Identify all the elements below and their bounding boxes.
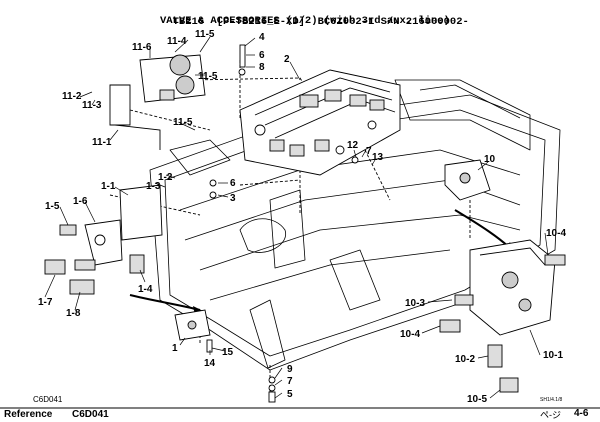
sheet-code: BC6Z002-1 (317, 16, 375, 28)
callout-7-upper: 7 (366, 146, 372, 157)
callout-4-top: 4 (259, 32, 265, 43)
callout-6-top: 6 (259, 50, 265, 61)
callout-labels: 11-4 11-5 11-6 11-5 11-2 11-3 11-1 11-5 … (38, 29, 566, 405)
callout-10-4-right: 10-4 (546, 228, 566, 239)
callout-10-3: 10-3 (405, 298, 425, 309)
model-variant: [P-TB216_E-XD] (216, 16, 305, 28)
small-valve-10 (444, 159, 491, 201)
callout-11-5-right: 11-5 (198, 71, 218, 82)
page-label: ペ-ジ (540, 410, 561, 420)
drawing-code: C6D041 (33, 395, 63, 404)
callout-1-7: 1-7 (38, 297, 53, 308)
callout-10-4-left: 10-4 (400, 329, 420, 340)
control-valve-assembly (239, 69, 401, 176)
callout-11-2: 11-2 (62, 91, 82, 102)
callout-11-3: 11-3 (82, 100, 102, 111)
callout-leader-lines (44, 36, 549, 399)
valve-1-assembly (174, 309, 211, 341)
callout-10-1: 10-1 (543, 350, 563, 361)
serial-number: S/N 216000002- (380, 16, 469, 28)
callout-10-5: 10-5 (467, 394, 487, 405)
callout-13: 13 (372, 152, 384, 163)
bracket-solenoid-group (109, 54, 206, 150)
callout-7-lower: 7 (287, 376, 293, 387)
callout-3: 3 (230, 193, 236, 204)
callout-1-8: 1-8 (66, 308, 81, 319)
callout-11-4: 11-4 (167, 36, 187, 47)
callout-12: 12 (347, 140, 359, 151)
callout-1-5: 1-5 (45, 201, 60, 212)
diagram-title: VALVE & ACCESSORIES (1/2) (with 3rd aux.… (160, 15, 450, 27)
callout-10-2: 10-2 (455, 354, 475, 365)
callout-2: 2 (284, 54, 290, 65)
model-code: TB216 (172, 16, 205, 28)
reference-label: Reference (4, 409, 53, 420)
bolt-stack (206, 44, 359, 403)
callout-5: 5 (287, 389, 293, 400)
callout-11-1: 11-1 (92, 137, 112, 148)
page-number: 4-6 (574, 408, 589, 419)
callout-11-6: 11-6 (132, 42, 152, 53)
callout-11-5-top: 11-5 (195, 29, 215, 40)
small-code: SH1/4.1/8 (540, 397, 563, 403)
callout-1-1: 1-1 (101, 181, 116, 192)
reference-value: C6D041 (72, 409, 109, 420)
callout-1-2: 1-2 (158, 172, 173, 183)
callout-14: 14 (204, 358, 216, 369)
callout-11-5-lower: 11-5 (173, 117, 193, 128)
callout-8: 8 (259, 62, 265, 73)
callout-1: 1 (172, 343, 178, 354)
header-line-1: TB216 [P-TB216_E-XD] BC6Z002-1 S/N 21600… (160, 4, 469, 28)
callout-1-4: 1-4 (138, 284, 153, 295)
callout-9: 9 (287, 364, 293, 375)
callout-6-mid: 6 (230, 178, 236, 189)
callout-1-3: 1-3 (146, 181, 161, 192)
auxiliary-valve-block (439, 239, 566, 393)
hose-fitting-group-1 (44, 184, 163, 295)
callout-1-6: 1-6 (73, 196, 88, 207)
callout-10: 10 (484, 154, 496, 165)
callout-15: 15 (222, 347, 234, 358)
